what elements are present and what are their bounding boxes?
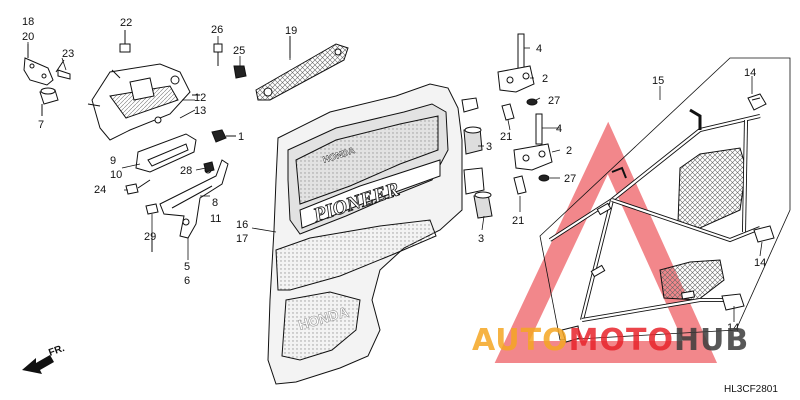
watermark-part3: HUB (674, 323, 749, 358)
callout-labels: 18 20 23 7 22 12 13 26 25 19 1 9 10 24 2… (22, 16, 766, 334)
front-label: FR. (47, 343, 66, 359)
callout-20: 20 (22, 31, 34, 43)
washer-lower (538, 174, 550, 182)
door-panel: HONDA PIONEER HONDA (267, 83, 463, 385)
callout-2-upper: 2 (542, 73, 548, 85)
bolt-21-lower (513, 175, 527, 195)
screw-28 (203, 161, 215, 173)
nut-25 (233, 65, 247, 79)
callout-15: 15 (652, 75, 664, 87)
net-frame-assembly (539, 57, 791, 343)
bolt-26 (213, 43, 223, 53)
callout-3-upper: 3 (486, 141, 492, 153)
hinge-pin-lower (535, 113, 543, 145)
callout-7: 7 (38, 119, 44, 131)
callout-11: 11 (210, 213, 221, 225)
bolt-29 (145, 203, 159, 215)
callout-14-bottom: 14 (727, 322, 739, 334)
net-frame-bounding-box (539, 57, 791, 341)
callout-22: 22 (120, 17, 132, 29)
hinge-pin-upper (517, 33, 525, 73)
net-clip-bottom (721, 293, 745, 311)
net-strap-1 (596, 202, 612, 216)
callout-18: 18 (22, 16, 34, 28)
watermark-text: AUTOMOTOHUB (472, 323, 749, 358)
callout-25: 25 (233, 45, 245, 57)
hinge-pivot-upper (461, 97, 479, 113)
callout-13: 13 (194, 105, 206, 117)
clip-1 (211, 129, 227, 143)
net-clip-right (753, 225, 775, 243)
callout-5: 5 (184, 261, 190, 273)
callout-4-lower: 4 (556, 123, 562, 135)
callout-16: 16 (236, 219, 248, 231)
watermark-triangle (494, 121, 718, 363)
mount-bracket (23, 57, 54, 86)
net-mesh-upper (677, 147, 747, 229)
callout-10: 10 (110, 169, 122, 181)
callout-23: 23 (62, 48, 74, 60)
hinge-bracket-upper (497, 65, 535, 93)
net-mesh-lower (659, 259, 725, 301)
door-handle-group (125, 129, 236, 252)
callout-21-lower: 21 (512, 215, 524, 227)
front-direction-marker: FR. (22, 343, 66, 374)
reflector-group (213, 36, 349, 101)
callout-27-lower: 27 (564, 173, 576, 185)
bolt-21-upper (501, 103, 515, 121)
callout-21-upper: 21 (500, 131, 512, 143)
callout-12: 12 (194, 92, 206, 104)
bolt-23 (57, 69, 71, 80)
callout-1: 1 (238, 131, 244, 143)
callout-24: 24 (94, 184, 106, 196)
washer-upper (526, 98, 538, 106)
diagram-code: HL3CF2801 (724, 384, 778, 395)
net-strap-2 (590, 264, 606, 278)
callout-14-top: 14 (744, 67, 756, 79)
hinge-bracket-lower (513, 143, 553, 171)
net-clip-base (561, 325, 581, 343)
callout-3-lower: 3 (478, 233, 484, 245)
callout-4-upper: 4 (536, 43, 542, 55)
bolt-22 (119, 43, 131, 53)
callout-14-right: 14 (754, 257, 766, 269)
hinge-group (461, 33, 553, 219)
reflector (255, 43, 349, 101)
callout-6: 6 (184, 275, 190, 287)
callout-17: 17 (236, 233, 248, 245)
svg-text:AUTOMOTOHUB: AUTOMOTOHUB (472, 323, 749, 358)
latch-bracket (159, 159, 229, 239)
striker-cover-group (87, 30, 200, 141)
callout-27-upper: 27 (548, 95, 560, 107)
watermark-part2: MOTO (569, 323, 674, 358)
callout-26: 26 (211, 24, 223, 36)
callout-28: 28 (180, 165, 192, 177)
callout-29: 29 (144, 231, 156, 243)
mount-bracket-group (23, 44, 71, 116)
front-arrow-icon (22, 355, 54, 374)
net-clip-top (747, 93, 767, 111)
callout-8: 8 (212, 197, 218, 209)
callout-19: 19 (285, 25, 297, 37)
bolt-24 (125, 183, 139, 195)
net-strap-3 (680, 290, 696, 300)
callout-2-lower: 2 (566, 145, 572, 157)
watermark-part1: AUTO (472, 323, 569, 358)
callout-9: 9 (110, 155, 116, 167)
leader-lines (27, 30, 763, 322)
